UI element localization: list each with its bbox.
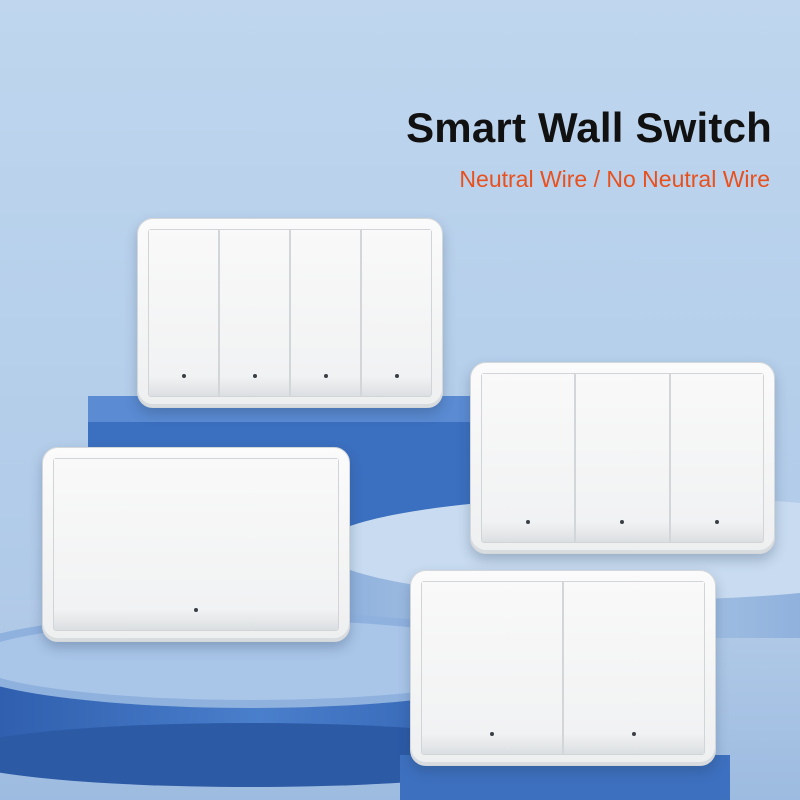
indicator-led-icon (181, 374, 186, 378)
switch-panel (481, 373, 764, 543)
switch-key[interactable] (291, 230, 362, 396)
switch-key[interactable] (564, 582, 704, 754)
indicator-led-icon (323, 374, 328, 378)
switch-key[interactable] (362, 230, 431, 396)
two-gang-switch[interactable] (410, 570, 716, 766)
one-gang-switch[interactable] (42, 447, 350, 642)
product-title: Smart Wall Switch (406, 104, 772, 151)
indicator-led-icon (394, 374, 399, 378)
switch-panel (421, 581, 705, 755)
switch-key[interactable] (422, 582, 564, 754)
indicator-led-icon (194, 608, 198, 612)
switch-key[interactable] (482, 374, 577, 542)
switch-key[interactable] (670, 374, 763, 542)
switch-key[interactable] (149, 230, 220, 396)
switch-key[interactable] (220, 230, 291, 396)
four-gang-switch[interactable] (137, 218, 443, 408)
indicator-led-icon (632, 732, 636, 736)
product-subtitle: Neutral Wire / No Neutral Wire (459, 166, 770, 192)
switch-key[interactable] (54, 459, 338, 630)
indicator-led-icon (714, 520, 719, 524)
switch-panel (148, 229, 432, 397)
indicator-led-icon (620, 520, 625, 524)
indicator-led-icon (490, 732, 494, 736)
three-gang-switch[interactable] (470, 362, 775, 554)
switch-key[interactable] (576, 374, 671, 542)
indicator-led-icon (252, 374, 257, 378)
switch-panel (53, 458, 339, 631)
indicator-led-icon (526, 520, 531, 524)
